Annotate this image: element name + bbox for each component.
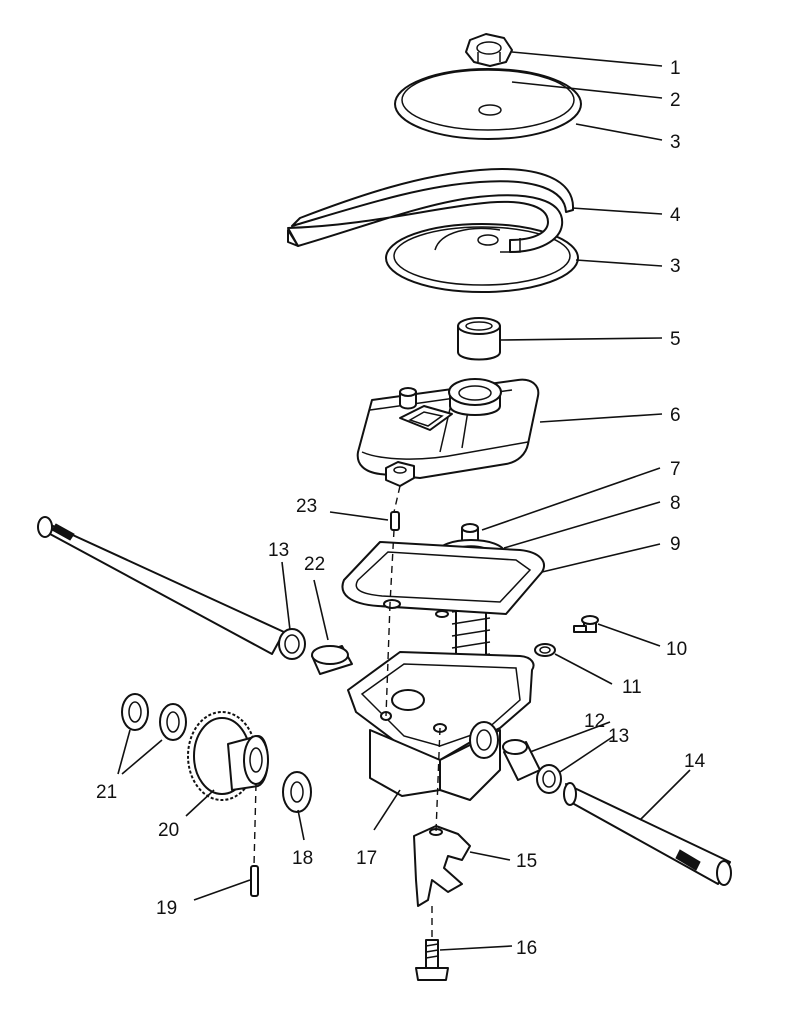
callout-14: 14 — [684, 751, 706, 772]
part-dowel-pin — [390, 511, 400, 531]
part-bushing — [457, 317, 501, 361]
callout-12: 12 — [584, 711, 605, 732]
callout-18: 18 — [292, 848, 313, 869]
leader-lines — [117, 51, 691, 951]
part-gearbox-housing — [347, 651, 535, 801]
part-bushing-right — [502, 739, 541, 781]
part-gear — [187, 711, 269, 801]
callout-23: 23 — [296, 496, 317, 517]
callout-13-left: 13 — [268, 540, 289, 561]
part-left-axle — [37, 516, 285, 655]
part-gasket — [341, 541, 545, 618]
callout-3-lower: 3 — [670, 256, 681, 277]
part-washers-pair — [121, 693, 187, 741]
part-small-washer — [534, 643, 556, 657]
callout-8: 8 — [670, 493, 681, 514]
callout-15: 15 — [516, 851, 537, 872]
callout-21: 21 — [96, 782, 117, 803]
part-seal-left — [278, 628, 306, 660]
part-gearbox-cover — [356, 378, 540, 487]
callout-7: 7 — [670, 459, 681, 480]
part-hex-nut — [465, 33, 513, 67]
callout-6: 6 — [670, 405, 681, 426]
part-shift-fork — [413, 825, 471, 907]
callout-16: 16 — [516, 938, 537, 959]
callout-3-upper: 3 — [670, 132, 681, 153]
callout-11: 11 — [622, 677, 642, 698]
part-right-axle — [563, 782, 732, 886]
callout-1: 1 — [670, 58, 681, 79]
callout-22: 22 — [304, 554, 325, 575]
callout-10: 10 — [666, 639, 687, 660]
part-seal-right — [536, 764, 562, 794]
callout-9: 9 — [670, 534, 681, 555]
callout-2: 2 — [670, 90, 681, 111]
part-bolt — [415, 939, 449, 981]
part-small-screw — [573, 615, 599, 633]
part-bushing-left — [311, 645, 353, 675]
callout-5: 5 — [670, 329, 681, 350]
part-thrust-washer — [282, 771, 312, 813]
callout-17: 17 — [356, 848, 377, 869]
callout-20: 20 — [158, 820, 179, 841]
part-roll-pin — [250, 865, 259, 897]
part-spiral-spring — [287, 168, 575, 253]
alignment-lines — [253, 485, 441, 940]
part-upper-plate — [394, 68, 582, 140]
callout-4: 4 — [670, 205, 681, 226]
callout-labels: 1 2 3 4 3 5 6 7 8 9 10 11 12 13 14 15 16… — [96, 58, 706, 959]
callout-13-right: 13 — [608, 726, 629, 747]
callout-19: 19 — [156, 898, 177, 919]
